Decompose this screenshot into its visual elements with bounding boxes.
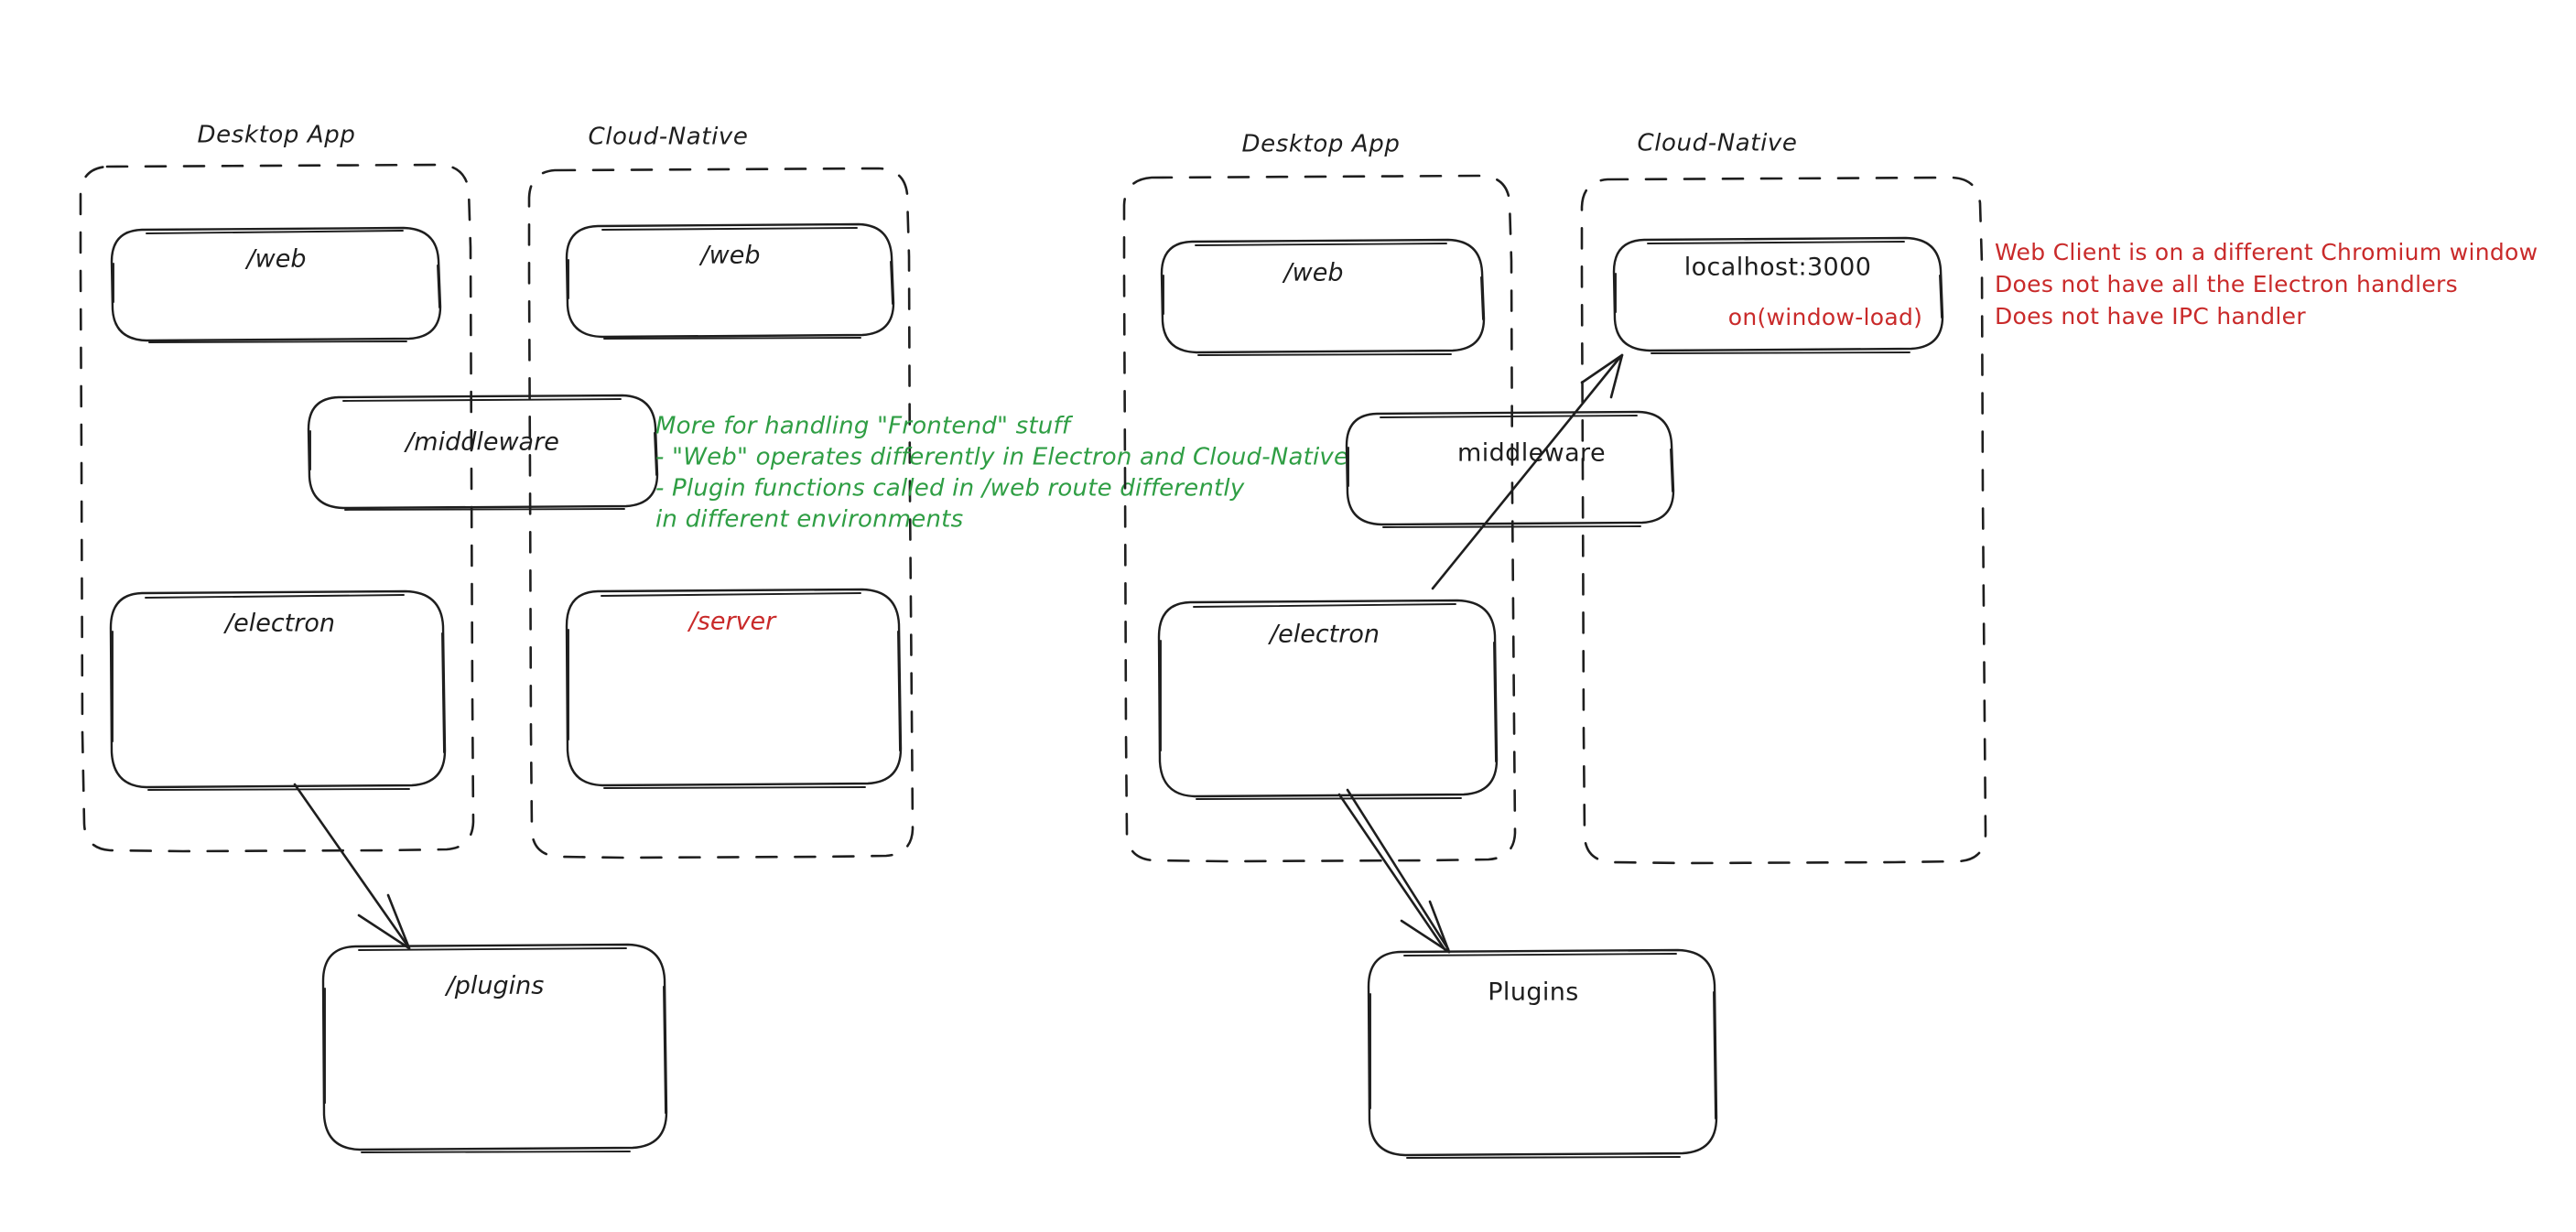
dashed-border-left-cloud xyxy=(527,167,915,859)
arrow-head-left xyxy=(1580,353,1624,384)
node-right-plugins[interactable] xyxy=(1367,948,1718,1159)
node-label-left-cloud-web: /web xyxy=(699,242,761,270)
arrow-head-right xyxy=(386,893,411,950)
node-outline-sketch xyxy=(1163,243,1484,356)
node-left-middleware[interactable] xyxy=(307,394,659,511)
group-label-left-cloud: Cloud-Native xyxy=(588,124,748,151)
group-right-cloud-native xyxy=(1580,176,1987,865)
node-outline-sketch xyxy=(112,594,445,791)
annotation-web-client-note: Web Client is on a different Chromium wi… xyxy=(1995,239,2538,330)
arrow-right-electron-to-localhost xyxy=(1431,353,1624,590)
arrow-head-left xyxy=(1400,919,1451,954)
node-outline xyxy=(110,226,442,342)
node-outline xyxy=(321,943,668,1151)
red-note-line-3: Does not have IPC handler xyxy=(1995,303,2306,330)
dashed-border-right-cloud xyxy=(1580,176,1987,865)
green-note-line-1: More for handling "Frontend" stuff xyxy=(655,413,1074,440)
node-outline xyxy=(1345,410,1675,526)
arrow-head-right xyxy=(1428,900,1451,954)
node-label-right-plugins: Plugins xyxy=(1488,978,1579,1007)
node-outline-sketch xyxy=(568,592,901,789)
green-note-line-4: in different environments xyxy=(655,506,963,534)
node-outline xyxy=(109,589,447,789)
red-note-line-1: Web Client is on a different Chromium wi… xyxy=(1995,239,2538,265)
node-outline xyxy=(1157,599,1499,798)
arrow-head-right xyxy=(1609,353,1624,399)
node-sublabel-right-localhost-onload: on(window-load) xyxy=(1728,304,1922,330)
node-label-left-middleware: /middleware xyxy=(404,428,559,457)
arrow-shaft xyxy=(1337,793,1446,951)
node-left-cloud-web[interactable] xyxy=(565,222,895,340)
node-right-localhost[interactable] xyxy=(1612,236,1944,354)
node-outline-sketch xyxy=(1160,603,1497,800)
node-label-right-desktop-web: /web xyxy=(1283,259,1344,287)
red-note-line-2: Does not have all the Electron handlers xyxy=(1995,271,2458,297)
arrow-right-electron-to-plugins xyxy=(1337,788,1451,954)
group-label-right-desktop: Desktop App xyxy=(1242,131,1401,158)
node-outline-sketch xyxy=(309,398,657,511)
node-right-electron[interactable] xyxy=(1157,599,1499,800)
node-outline xyxy=(1612,236,1944,352)
node-label-right-middleware: middleware xyxy=(1457,439,1606,468)
node-label-left-server: /server xyxy=(687,608,777,636)
arrow-left-electron-to-plugins xyxy=(293,783,411,950)
node-outline xyxy=(565,588,903,787)
node-outline-sketch xyxy=(113,230,440,343)
node-left-desktop-web[interactable] xyxy=(110,226,442,343)
node-label-left-electron: /electron xyxy=(223,610,335,638)
node-label-left-desktop-web: /web xyxy=(245,245,307,274)
node-outline-sketch xyxy=(324,947,666,1153)
dashed-border-right-desktop xyxy=(1122,174,1517,863)
green-note-line-3: - Plugin functions called in /web route … xyxy=(655,475,1245,503)
node-outline xyxy=(307,394,659,510)
node-label-right-electron: /electron xyxy=(1268,621,1380,649)
node-outline-sketch xyxy=(568,227,893,340)
group-label-left-desktop: Desktop App xyxy=(198,122,356,149)
node-right-middleware[interactable] xyxy=(1345,410,1675,528)
arrow-shaft xyxy=(1431,355,1622,590)
node-outline-sketch xyxy=(1369,953,1716,1159)
group-label-right-cloud: Cloud-Native xyxy=(1637,130,1797,157)
node-outline xyxy=(1160,238,1486,354)
arrow-head-left xyxy=(357,913,411,950)
group-right-desktop-app xyxy=(1122,174,1517,863)
node-outline-sketch xyxy=(1615,241,1943,354)
node-left-electron[interactable] xyxy=(109,589,447,791)
node-outline xyxy=(565,222,895,339)
node-label-right-localhost: localhost:3000 xyxy=(1684,254,1872,282)
arrow-shaft-double xyxy=(1346,788,1450,951)
green-note-line-2: - "Web" operates differently in Electron… xyxy=(655,444,1348,471)
annotation-frontend-note: More for handling "Frontend" stuff - "We… xyxy=(655,413,1348,534)
node-outline-sketch xyxy=(1348,415,1673,528)
node-left-plugins[interactable] xyxy=(321,943,668,1153)
node-right-desktop-web[interactable] xyxy=(1160,238,1486,356)
group-left-cloud-native xyxy=(527,167,915,859)
node-label-left-plugins: /plugins xyxy=(445,972,545,1000)
arrow-shaft xyxy=(293,783,409,947)
node-left-server[interactable] xyxy=(565,588,903,789)
node-outline xyxy=(1367,948,1718,1157)
